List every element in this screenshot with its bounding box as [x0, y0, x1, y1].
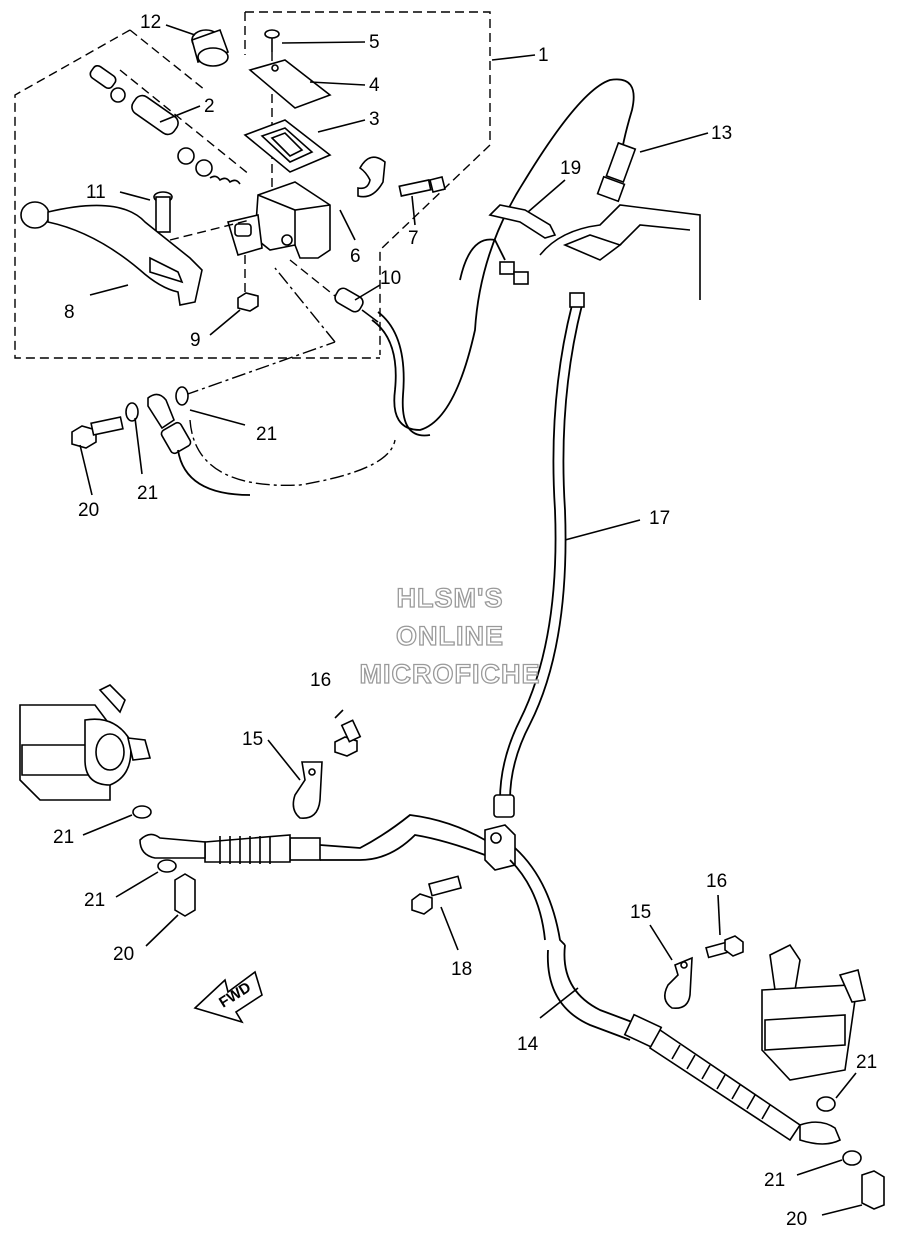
callout-20-left: 20 — [113, 944, 134, 965]
callout-21-top-right: 21 — [256, 424, 277, 445]
left-clamp-15 — [292, 761, 323, 819]
callout-21-left-lower: 21 — [84, 890, 105, 911]
watermark-line2: ONLINE — [396, 621, 504, 651]
callout-19: 19 — [560, 158, 581, 179]
callout-21-left-upper: 21 — [53, 827, 74, 848]
callout-21-right-upper: 21 — [856, 1052, 877, 1073]
left-banjo-hardware — [132, 805, 196, 917]
callout-13: 13 — [711, 123, 732, 144]
callout-17: 17 — [649, 508, 670, 529]
callout-21-top-left: 21 — [137, 483, 158, 504]
callout-12: 12 — [140, 12, 161, 33]
leader-lines — [79, 24, 863, 1216]
left-bolt-16 — [334, 719, 362, 757]
hose-route-line — [189, 419, 396, 487]
top-banjo-fitting — [71, 386, 251, 496]
callout-5: 5 — [369, 32, 380, 53]
part-8-lever — [20, 201, 203, 306]
callout-18: 18 — [451, 959, 472, 980]
part-9-nut — [237, 255, 259, 312]
part-7-bolt — [398, 176, 446, 197]
callout-8: 8 — [64, 302, 75, 323]
right-clamp-15 — [664, 956, 693, 1010]
part-6-clamp — [357, 156, 386, 198]
cap-hole — [271, 64, 279, 72]
junction-block — [484, 824, 516, 871]
part-14-right-hose — [509, 847, 842, 1145]
callout-21-right-lower: 21 — [764, 1170, 785, 1191]
watermark: HLSM'S ONLINE MICROFICHE — [359, 582, 541, 689]
callout-16-right: 16 — [706, 871, 727, 892]
part-2-piston-kit — [89, 64, 251, 185]
part-18-bolt — [411, 875, 463, 915]
callout-20-top: 20 — [78, 500, 99, 521]
frame-section — [539, 141, 701, 300]
callout-9: 9 — [190, 330, 201, 351]
left-brake-hose — [139, 814, 486, 864]
leader-dashdot — [184, 341, 336, 396]
callout-11: 11 — [86, 182, 106, 203]
switch-wire — [371, 78, 635, 431]
callout-15-left: 15 — [242, 729, 263, 750]
callout-3: 3 — [369, 109, 380, 130]
callout-4: 4 — [369, 75, 380, 96]
part-12-boot — [191, 28, 230, 67]
switch-connector — [459, 238, 529, 285]
callout-10: 10 — [380, 268, 401, 289]
part-17-brake-pipe — [493, 292, 585, 818]
part-19-bracket — [488, 204, 557, 239]
part-3-diaphragm — [243, 119, 332, 173]
callout-20-right: 20 — [786, 1209, 807, 1230]
fwd-arrow: FWD — [193, 970, 263, 1024]
left-caliper — [19, 684, 152, 801]
callout-1: 1 — [538, 45, 549, 66]
right-caliper — [761, 943, 866, 1081]
callout-14: 14 — [517, 1034, 539, 1055]
callout-7: 7 — [408, 228, 419, 249]
callout-2: 2 — [204, 96, 215, 117]
callout-15-right: 15 — [630, 902, 651, 923]
part-10-switch — [289, 259, 379, 323]
right-bolt-16 — [705, 935, 744, 959]
callout-16-left: 16 — [310, 670, 331, 691]
part-5-screw — [264, 29, 280, 200]
leader-dashdot-2 — [274, 267, 336, 343]
part-11-pivot-bolt — [153, 191, 251, 241]
callout-6: 6 — [350, 246, 361, 267]
watermark-line3: MICROFICHE — [360, 659, 541, 689]
callouts: 1 2 3 4 5 6 7 8 9 10 11 12 13 14 15 15 1… — [53, 12, 877, 1230]
watermark-line1: HLSM'S — [397, 583, 504, 613]
switch-wire-outer — [377, 311, 431, 437]
part-4-cap — [248, 59, 332, 109]
right-banjo-hardware — [816, 1096, 885, 1210]
master-cylinder-body — [226, 181, 331, 259]
